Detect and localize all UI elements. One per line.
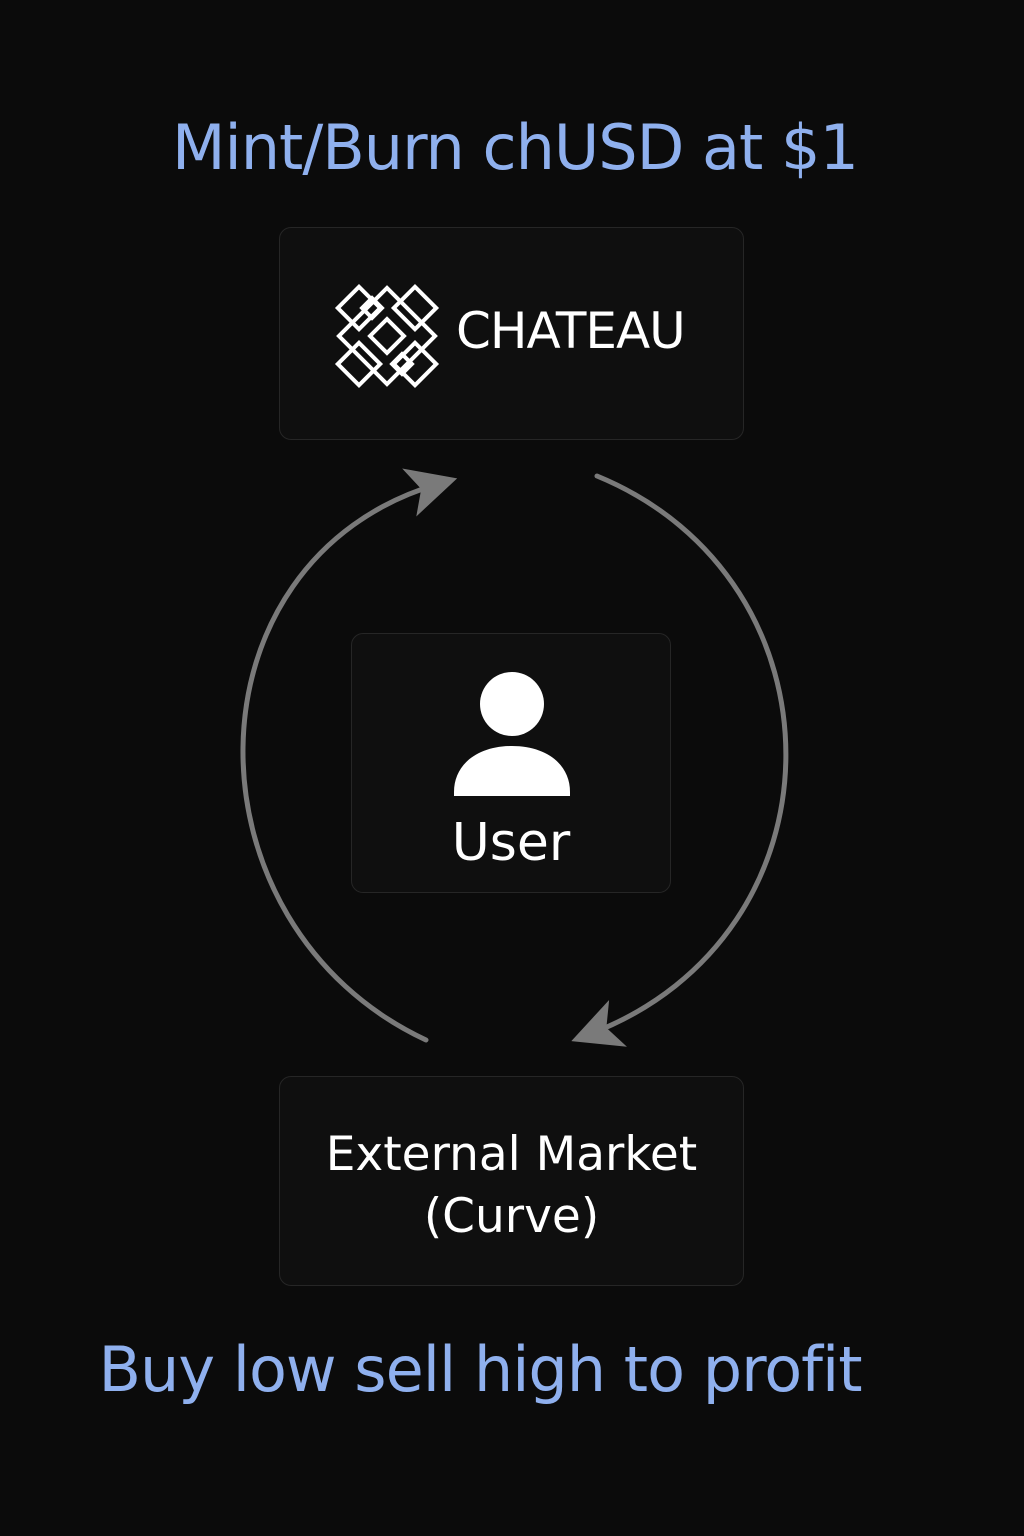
diagram-subtitle: Buy low sell high to profit bbox=[98, 1333, 862, 1406]
user-icon bbox=[454, 672, 570, 796]
diagram-title: Mint/Burn chUSD at $1 bbox=[172, 111, 859, 184]
market-sublabel: (Curve) bbox=[423, 1189, 600, 1244]
user-node: User bbox=[351, 633, 671, 893]
market-label: External Market bbox=[325, 1127, 698, 1182]
chateau-logo-icon bbox=[334, 283, 440, 389]
chateau-wordmark: CHATEAU bbox=[456, 302, 686, 360]
chateau-node: CHATEAU bbox=[279, 227, 744, 440]
external-market-node: External Market (Curve) bbox=[279, 1076, 744, 1286]
user-label: User bbox=[451, 813, 571, 873]
